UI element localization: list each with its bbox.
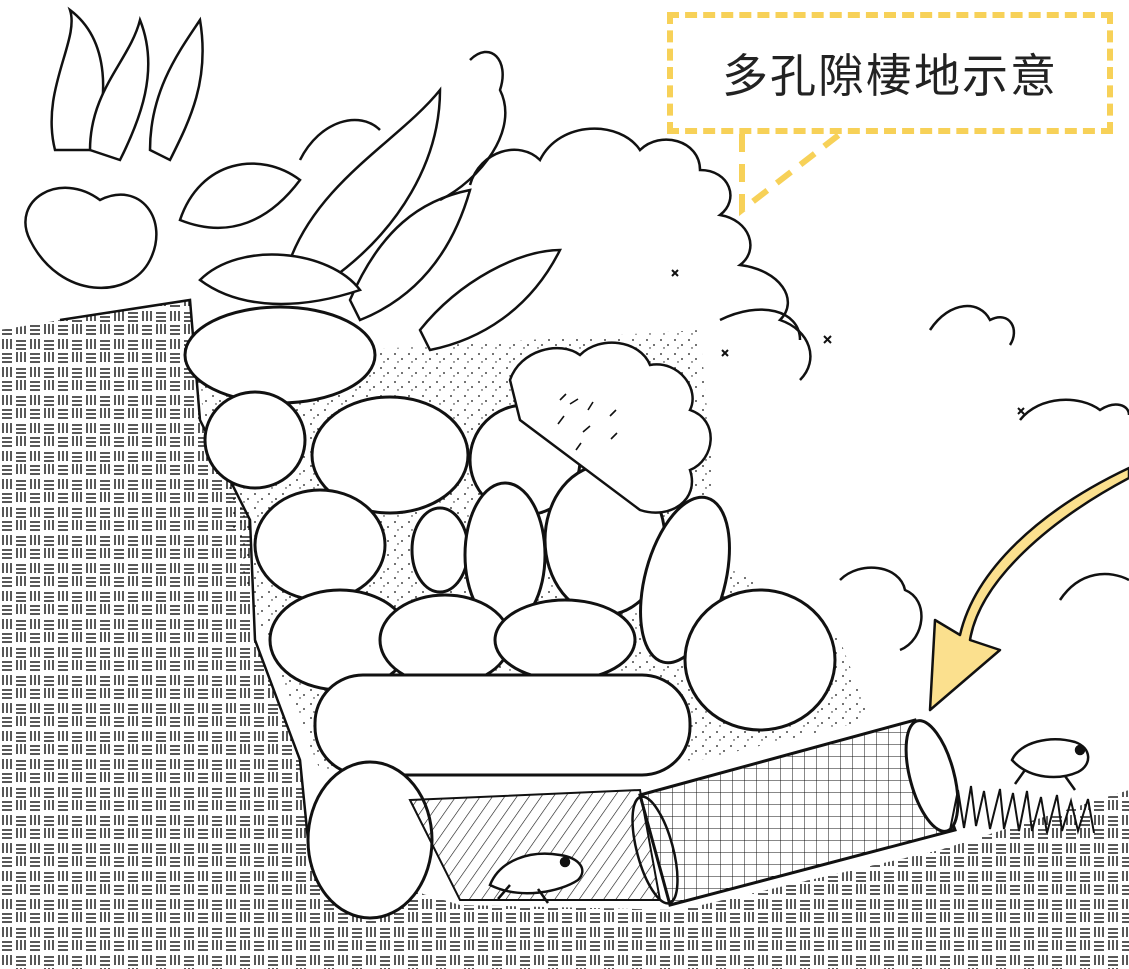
plant-icon: [24, 6, 563, 352]
mesh-pipe-icon: [631, 718, 960, 907]
frog-icon: [488, 738, 1090, 904]
pointer-arrow-icon: [928, 466, 1129, 712]
callout-tail: [739, 131, 842, 217]
grass-icon: [949, 785, 1095, 835]
shrub-icon: [508, 341, 712, 514]
sparkle-icon: [671, 269, 1025, 415]
caption-label: 多孔隙棲地示意: [722, 49, 1058, 103]
stone-wall-icon: [183, 305, 837, 920]
tree-outline: [468, 127, 1129, 652]
caption-callout: 多孔隙棲地示意: [667, 12, 1113, 134]
